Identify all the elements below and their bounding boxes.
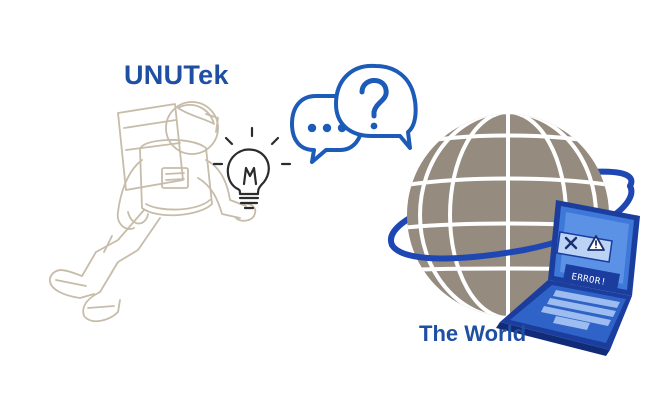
error-window <box>556 231 613 263</box>
lightbulb-icon <box>212 126 292 210</box>
question-mark-icon <box>359 78 389 119</box>
destination-label: The World <box>419 321 527 346</box>
chat-dots <box>307 123 347 133</box>
source-label: UNUTek <box>124 60 229 90</box>
close-icon <box>564 236 578 250</box>
orbit-ring-icon <box>389 183 635 262</box>
astronaut-icon <box>49 101 257 323</box>
warning-icon <box>587 235 605 251</box>
question-mark-dot <box>370 122 378 130</box>
